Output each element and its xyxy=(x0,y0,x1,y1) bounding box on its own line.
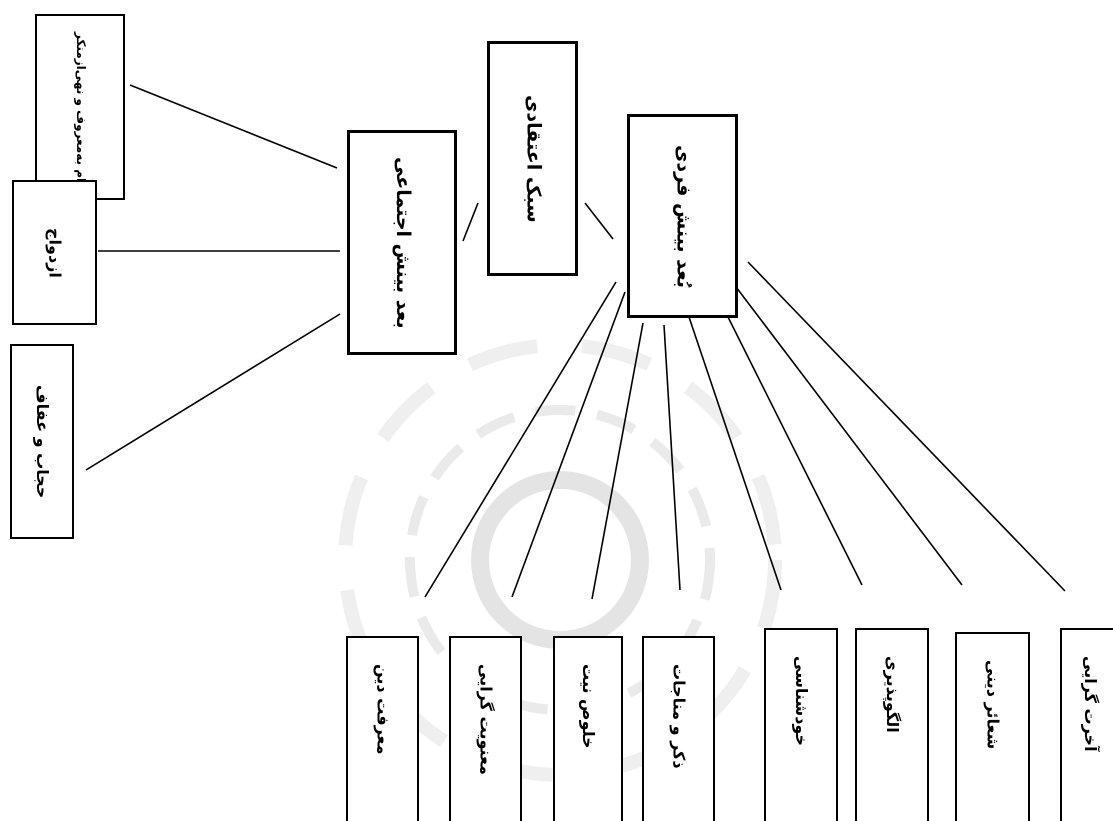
edge-sabk-to-fardi xyxy=(584,202,614,240)
node-kholus-label: خلوص نیت xyxy=(579,664,599,749)
node-hejab: حجاب و عفاف xyxy=(10,344,74,539)
edge-ejtemaei-to-sabk xyxy=(462,202,479,242)
edge-fardi-to-khodshenasi xyxy=(688,316,782,591)
node-fardi-label: بُعد بینش فردی xyxy=(672,144,695,288)
node-khodshenasi-label: خودشناسی xyxy=(792,656,812,746)
node-ezdevaj-label: ازدواج xyxy=(45,227,65,278)
node-khodshenasi: خودشناسی xyxy=(764,628,838,821)
edge-amr-to-ejtemaei xyxy=(129,84,338,169)
edge-hejab-to-ejtemaei xyxy=(85,313,341,471)
node-fardi: بُعد بینش فردی xyxy=(627,114,738,318)
node-amr-be-maroof: ام به‌معروف و نهی‌ازمنکر xyxy=(35,14,125,200)
node-ejtemaei: بعد بینش اجتماعی xyxy=(347,130,457,355)
edge-fardi-to-marefat xyxy=(424,281,617,598)
edge-fardi-to-zekr xyxy=(663,324,681,591)
node-marefat-label: معرفت دین xyxy=(373,664,393,755)
edge-fardi-to-shaaer xyxy=(732,282,963,586)
node-zekr: ذکر و مناجات xyxy=(642,636,715,821)
node-olgu-label: الگوپذیری xyxy=(883,656,903,733)
edge-fardi-to-kholus xyxy=(591,322,644,600)
node-sabk: سبک اعتقادی xyxy=(487,41,578,276)
node-manaviat: معنویت گرایی xyxy=(449,636,522,821)
node-amr-label: ام به‌معروف و نهی‌ازمنکر xyxy=(73,31,88,183)
node-ejtemaei-label: بعد بینش اجتماعی xyxy=(391,156,414,329)
node-akherat: آخرت گرایی xyxy=(1060,628,1113,821)
node-manaviat-label: معنویت گرایی xyxy=(476,664,496,775)
node-zekr-label: ذکر و مناجات xyxy=(669,664,689,769)
node-ezdevaj: ازدواج xyxy=(12,180,97,325)
edge-fardi-to-akherat xyxy=(747,261,1066,592)
node-olgu: الگوپذیری xyxy=(855,628,929,821)
node-akherat-label: آخرت گرایی xyxy=(1081,656,1101,752)
node-kholus: خلوص نیت xyxy=(553,636,623,821)
node-shaaer-label: شعائر دینی xyxy=(983,660,1003,750)
node-hejab-label: حجاب و عفاف xyxy=(33,384,53,499)
edge-fardi-to-manaviat xyxy=(511,291,626,598)
node-sabk-label: سبک اعتقادی xyxy=(522,94,545,223)
edge-fardi-to-olgu xyxy=(717,296,863,586)
node-shaaer: شعائر دینی xyxy=(955,632,1030,821)
node-marefat: معرفت دین xyxy=(346,636,419,821)
